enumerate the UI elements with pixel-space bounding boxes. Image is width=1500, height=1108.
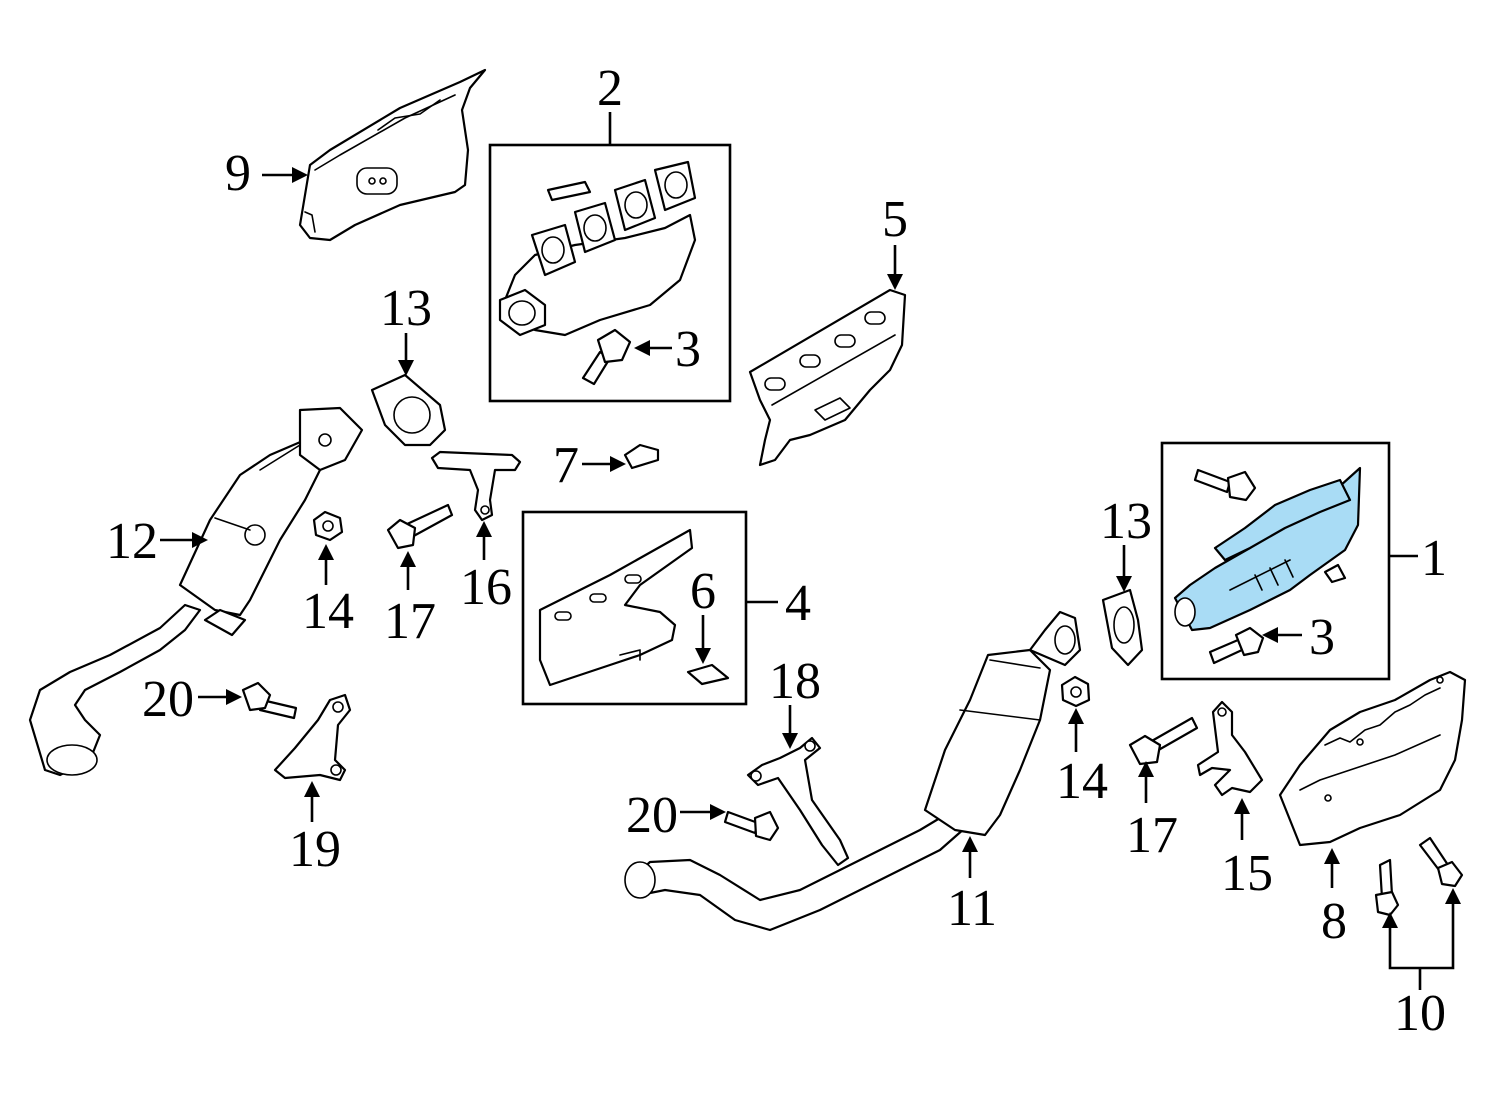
arrow-icon bbox=[400, 551, 416, 567]
part-13-gasket-left[interactable] bbox=[370, 373, 447, 447]
arrow-icon bbox=[710, 804, 726, 820]
callout-13: 13 bbox=[380, 280, 432, 337]
part-6-clip[interactable] bbox=[686, 663, 730, 686]
part-20-bolt-right[interactable] bbox=[723, 810, 780, 842]
arrow-icon bbox=[1234, 798, 1250, 814]
leader-lines bbox=[160, 112, 1461, 990]
part-1-exhaust-manifold-highlighted[interactable] bbox=[1173, 466, 1362, 632]
part-3-bolt-upper[interactable] bbox=[581, 328, 632, 386]
arrow-icon bbox=[1445, 888, 1461, 904]
arrow-icon bbox=[1138, 761, 1154, 777]
callout-4: 4 bbox=[785, 575, 811, 632]
arrow-icon bbox=[782, 733, 798, 749]
callout-15: 15 bbox=[1221, 845, 1273, 902]
callout-labels: 9 2 3 5 13 7 12 14 17 16 6 4 20 19 18 20… bbox=[106, 60, 1447, 1042]
callout-7: 7 bbox=[553, 437, 579, 494]
part-4-heat-shield[interactable] bbox=[538, 528, 694, 687]
box-part-4 bbox=[521, 510, 748, 706]
part-13-gasket-right[interactable] bbox=[1101, 588, 1144, 667]
callout-14: 14 bbox=[302, 583, 354, 640]
arrow-icon bbox=[1262, 627, 1278, 643]
arrow-icon bbox=[1324, 848, 1340, 864]
arrow-icon bbox=[1382, 912, 1398, 928]
callout-13: 13 bbox=[1100, 493, 1152, 550]
part-1-bolt-upper[interactable] bbox=[1193, 468, 1257, 502]
part-15-bracket[interactable] bbox=[1196, 700, 1264, 797]
callout-3: 3 bbox=[1309, 609, 1335, 666]
callout-10: 10 bbox=[1394, 985, 1446, 1042]
part-8-heat-shield[interactable] bbox=[1278, 670, 1467, 847]
part-7-clip[interactable] bbox=[623, 443, 660, 470]
callout-17: 17 bbox=[1126, 807, 1178, 864]
callout-11: 11 bbox=[947, 880, 997, 937]
callout-20: 20 bbox=[142, 671, 194, 728]
callout-14: 14 bbox=[1056, 753, 1108, 810]
callout-5: 5 bbox=[882, 191, 908, 248]
arrow-icon bbox=[887, 274, 903, 290]
arrow-icon bbox=[962, 836, 978, 852]
part-9-heat-shield[interactable] bbox=[298, 68, 487, 242]
box-part-1 bbox=[1160, 441, 1391, 681]
part-16-bracket[interactable] bbox=[430, 450, 522, 522]
arrow-icon bbox=[476, 521, 492, 537]
part-5-heat-shield[interactable] bbox=[748, 288, 907, 467]
arrow-icon bbox=[304, 781, 320, 797]
callout-18: 18 bbox=[769, 653, 821, 710]
callout-17: 17 bbox=[384, 593, 436, 650]
part-2-exhaust-manifold[interactable] bbox=[498, 160, 697, 337]
arrow-icon bbox=[398, 360, 414, 376]
part-10-bolt-a[interactable] bbox=[1374, 858, 1400, 917]
arrow-icon bbox=[1068, 708, 1084, 724]
arrow-icon bbox=[318, 544, 334, 560]
part-18-bracket[interactable] bbox=[746, 736, 850, 867]
arrow-icon bbox=[292, 167, 308, 183]
arrow-icon bbox=[695, 648, 711, 664]
part-14-nut-left[interactable] bbox=[312, 510, 344, 542]
callout-1: 1 bbox=[1421, 530, 1447, 587]
part-11-catalytic-converter-right[interactable] bbox=[624, 610, 1082, 932]
callout-16: 16 bbox=[460, 559, 512, 616]
part-20-bolt-left[interactable] bbox=[241, 681, 298, 720]
callout-3: 3 bbox=[675, 321, 701, 378]
arrow-icon bbox=[226, 689, 242, 705]
arrow-icon bbox=[634, 340, 650, 356]
part-17-bolt-left[interactable] bbox=[386, 503, 454, 550]
part-14-nut-right[interactable] bbox=[1060, 675, 1091, 708]
callout-2: 2 bbox=[597, 60, 623, 117]
part-12-catalytic-converter-left[interactable] bbox=[28, 406, 364, 777]
callout-8: 8 bbox=[1321, 893, 1347, 950]
arrow-icon bbox=[610, 456, 626, 472]
part-3-bolt-lower[interactable] bbox=[1208, 626, 1265, 665]
part-19-bracket[interactable] bbox=[273, 693, 352, 782]
arrow-icon bbox=[192, 532, 208, 548]
callout-6: 6 bbox=[690, 563, 716, 620]
callout-19: 19 bbox=[289, 821, 341, 878]
callout-9: 9 bbox=[225, 145, 251, 202]
arrow-icon bbox=[1116, 576, 1132, 592]
callout-20: 20 bbox=[626, 787, 678, 844]
callout-12: 12 bbox=[106, 513, 158, 570]
part-10-bolt-b[interactable] bbox=[1418, 836, 1464, 888]
part-17-bolt-right[interactable] bbox=[1128, 716, 1199, 766]
